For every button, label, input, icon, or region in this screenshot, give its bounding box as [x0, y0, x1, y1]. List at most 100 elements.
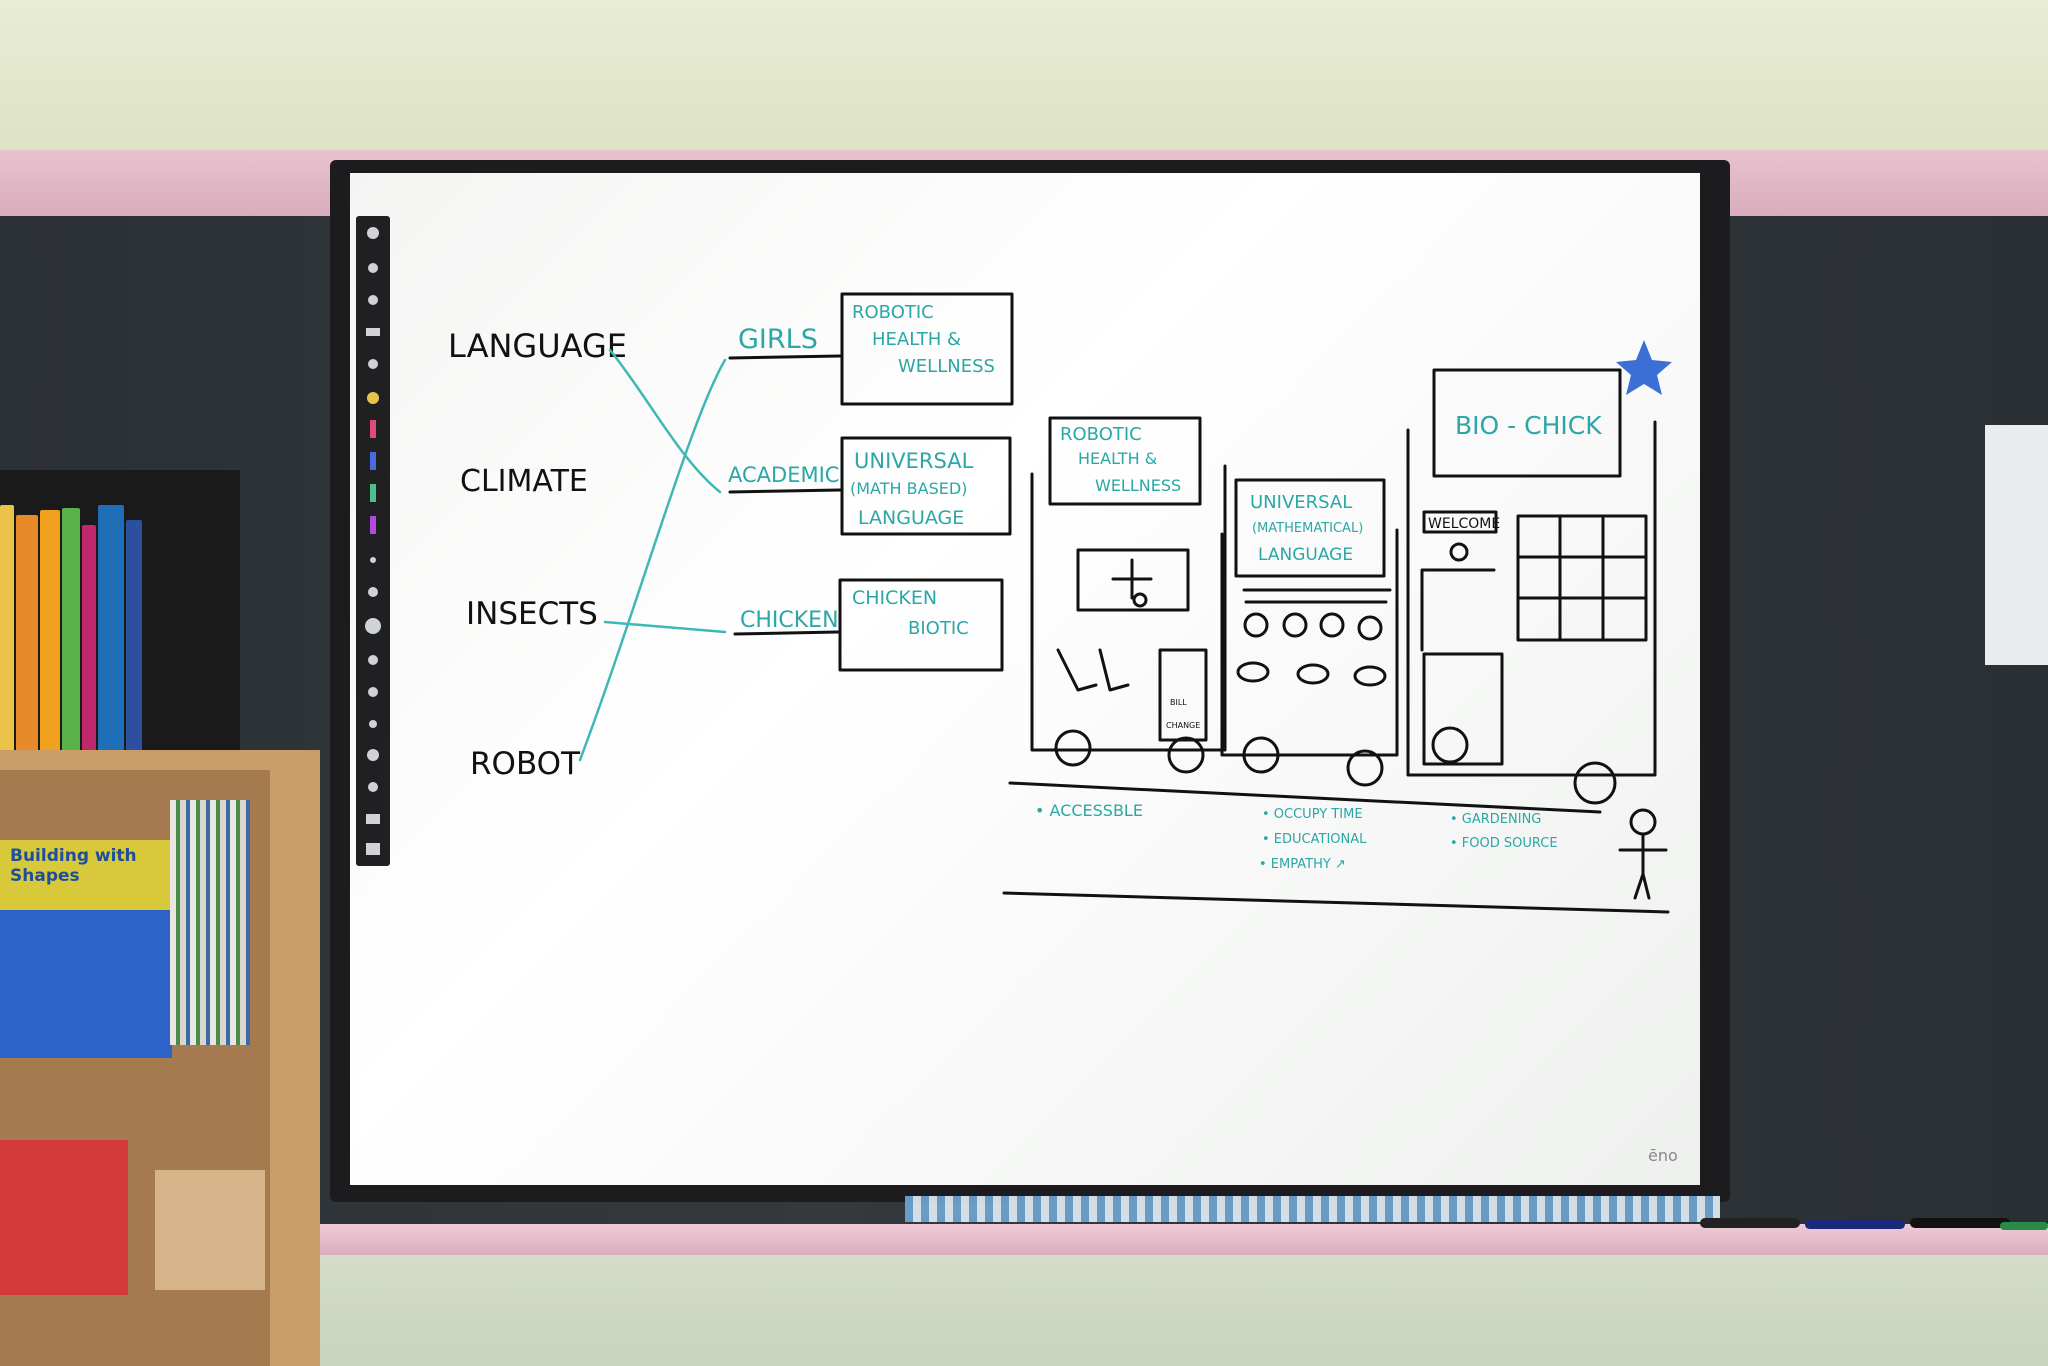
creature-icon	[1319, 612, 1345, 638]
book-title: Building with Shapes	[10, 846, 137, 886]
kiosk	[1158, 648, 1208, 742]
box-text: ROBOTIC	[852, 302, 934, 323]
sign-universal	[1234, 478, 1386, 578]
toolbar-icon[interactable]	[367, 227, 379, 239]
pen-icon[interactable]	[370, 516, 376, 534]
book-spine	[126, 520, 142, 765]
sign-text: UNIVERSAL	[1250, 492, 1352, 513]
connector-line	[603, 620, 727, 634]
box-text: HEALTH &	[872, 329, 961, 350]
book-spine	[98, 505, 124, 765]
sign-bio-chick	[1432, 368, 1622, 478]
connector-line	[578, 358, 727, 762]
brush-size-icon[interactable]	[370, 557, 376, 563]
toolbar-icon[interactable]	[368, 655, 378, 665]
creature-icon	[1282, 612, 1308, 638]
wall	[0, 0, 2048, 150]
kiosk-bill: BILL	[1170, 698, 1187, 707]
person-icon	[1629, 808, 1657, 836]
mindmap-connectors	[578, 348, 727, 762]
box-robotic	[840, 292, 1014, 406]
street-line	[1002, 891, 1670, 914]
wooden-box	[155, 1170, 265, 1290]
robot-head-icon	[1132, 592, 1148, 608]
person-body	[1618, 832, 1668, 900]
word-climate: CLIMATE	[460, 464, 588, 499]
toolbar-icon[interactable]	[368, 295, 378, 305]
lower-wall	[0, 1255, 2048, 1366]
save-icon[interactable]	[366, 843, 380, 855]
toolbar-icon[interactable]	[368, 687, 378, 697]
sign-text: WELLNESS	[1095, 476, 1181, 495]
book-spine	[0, 505, 14, 765]
wheel	[1242, 736, 1280, 774]
sign-text: HEALTH &	[1078, 449, 1157, 468]
seat-icon	[1236, 661, 1270, 683]
book-spine	[62, 508, 80, 765]
creature-icon	[1243, 612, 1269, 638]
kiosk-change: CHANGE	[1166, 721, 1200, 730]
word-chicken: CHICKEN	[740, 608, 839, 633]
sign-text: ROBOTIC	[1060, 424, 1142, 445]
marker	[1805, 1220, 1905, 1229]
toolbar-icon[interactable]	[367, 749, 379, 761]
note-text: • ACCESSBLE	[1035, 801, 1143, 820]
creature-icon	[1357, 615, 1383, 641]
grid-lines	[1516, 514, 1648, 642]
brush-size-icon[interactable]	[365, 618, 381, 634]
whiteboard-surface[interactable]	[350, 173, 1700, 1185]
toolbar-icon[interactable]	[368, 263, 378, 273]
sign-text: LANGUAGE	[1258, 545, 1353, 565]
book-spine	[40, 510, 60, 765]
marker	[1700, 1218, 1800, 1228]
palette-icon[interactable]	[367, 392, 379, 404]
wheel	[1167, 736, 1205, 774]
wheel	[1431, 726, 1469, 764]
mindmap-mid: GIRLS ACADEMIC CHICKEN	[728, 324, 842, 636]
word-insects: INSECTS	[466, 596, 598, 632]
pen-icon[interactable]	[370, 484, 376, 502]
shelf-books	[170, 800, 250, 1045]
receptionist-icon	[1449, 542, 1469, 562]
ground-line	[1008, 781, 1602, 814]
marker	[2000, 1222, 2048, 1230]
book-building-with-shapes: Building with Shapes	[0, 840, 170, 910]
note-text: • EDUCATIONAL	[1262, 832, 1367, 847]
box-text: UNIVERSAL	[854, 449, 974, 473]
blue-basket	[0, 910, 172, 1058]
pink-rail-bottom	[0, 1224, 2048, 1255]
welcome-text: WELCOME	[1428, 516, 1500, 532]
brush-size-icon[interactable]	[368, 587, 378, 597]
box-text: LANGUAGE	[858, 507, 964, 529]
sign-robotic	[1048, 416, 1202, 506]
toolbar-icon[interactable]	[368, 359, 378, 369]
pen-icon[interactable]	[370, 452, 376, 470]
note-text: • OCCUPY TIME	[1262, 807, 1363, 822]
book-crate	[0, 470, 240, 770]
book-spine	[16, 515, 38, 765]
underline	[728, 354, 842, 360]
hospital-window	[1076, 548, 1190, 612]
city-drawing: ROBOTIC HEALTH & WELLNESS BILL CHANGE UN…	[1002, 340, 1672, 914]
paper-note	[1985, 425, 2048, 665]
building-robotic	[1030, 464, 1227, 752]
bookshelf-drawing	[1242, 588, 1392, 604]
mindmap-left: LANGUAGE CLIMATE INSECTS ROBOT	[448, 327, 627, 782]
toolbar-icon[interactable]	[369, 720, 377, 728]
red-basket	[0, 1140, 128, 1295]
toolbar-icons	[365, 227, 381, 855]
box-universal	[840, 436, 1012, 536]
toolbar-icon[interactable]	[366, 328, 380, 336]
gingham-cloth	[905, 1196, 1720, 1222]
garden-plot	[1422, 652, 1504, 766]
seat-icon	[1353, 665, 1387, 687]
box-text: WELLNESS	[898, 356, 995, 377]
marker	[1910, 1218, 2010, 1228]
note-text: • FOOD SOURCE	[1450, 836, 1558, 851]
underline	[728, 488, 842, 494]
wheel	[1573, 761, 1617, 805]
toolbar-icon[interactable]	[368, 782, 378, 792]
print-icon[interactable]	[366, 814, 380, 824]
word-girls: GIRLS	[738, 324, 818, 355]
pen-icon[interactable]	[370, 420, 376, 438]
